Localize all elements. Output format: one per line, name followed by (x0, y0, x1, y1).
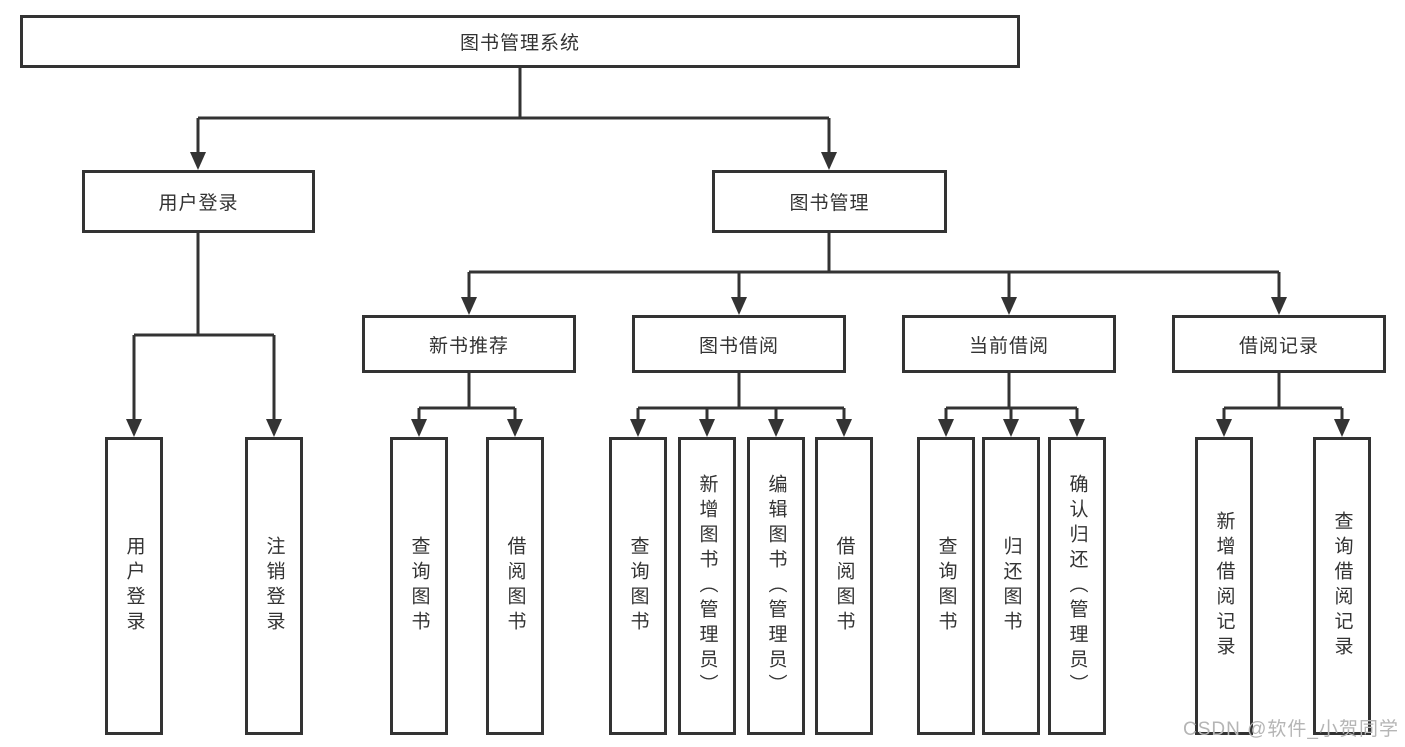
leaf-return-book: 归还图书 (982, 437, 1040, 735)
leaf-user-login: 用户登录 (105, 437, 163, 735)
node-current-borrow: 当前借阅 (902, 315, 1116, 373)
arrow-down-icon (836, 419, 852, 437)
leaf-confirm-return-admin: 确认归还（管理员） (1048, 437, 1106, 735)
leaf-borrow-books-recommend: 借阅图书 (486, 437, 544, 735)
arrow-down-icon (1003, 419, 1019, 437)
node-root: 图书管理系统 (20, 15, 1020, 68)
connector-user-login-to-leaves (126, 233, 282, 437)
connector-book-management-to-level3 (461, 233, 1287, 315)
arrow-down-icon (126, 419, 142, 437)
arrow-down-icon (411, 419, 427, 437)
arrow-down-icon (630, 419, 646, 437)
leaf-add-book-admin: 新增图书（管理员） (678, 437, 736, 735)
node-user-login: 用户登录 (82, 170, 315, 233)
leaf-edit-book-admin: 编辑图书（管理员） (747, 437, 805, 735)
arrow-down-icon (507, 419, 523, 437)
arrow-down-icon (699, 419, 715, 437)
connector-new-book-to-leaves (411, 373, 523, 437)
leaf-query-books-recommend: 查询图书 (390, 437, 448, 735)
connector-current-borrow-to-leaves (938, 373, 1085, 437)
leaf-borrow-books: 借阅图书 (815, 437, 873, 735)
leaf-logout: 注销登录 (245, 437, 303, 735)
arrow-down-icon (821, 152, 837, 170)
arrow-down-icon (731, 297, 747, 315)
arrow-down-icon (768, 419, 784, 437)
node-new-book-recommend: 新书推荐 (362, 315, 576, 373)
arrow-down-icon (1271, 297, 1287, 315)
connector-root-to-level2 (190, 68, 837, 170)
leaf-query-books-borrow: 查询图书 (609, 437, 667, 735)
node-book-borrow: 图书借阅 (632, 315, 846, 373)
arrow-down-icon (190, 152, 206, 170)
connector-borrow-records-to-leaves (1216, 373, 1350, 437)
arrow-down-icon (938, 419, 954, 437)
leaf-query-books-current: 查询图书 (917, 437, 975, 735)
leaf-query-borrow-record: 查询借阅记录 (1313, 437, 1371, 735)
connector-book-borrow-to-leaves (630, 373, 852, 437)
arrow-down-icon (1216, 419, 1232, 437)
node-borrow-records: 借阅记录 (1172, 315, 1386, 373)
node-book-management: 图书管理 (712, 170, 947, 233)
arrow-down-icon (1334, 419, 1350, 437)
watermark: CSDN @软件_小贺同学 (1183, 719, 1399, 740)
arrow-down-icon (461, 297, 477, 315)
leaf-add-borrow-record: 新增借阅记录 (1195, 437, 1253, 735)
arrow-down-icon (1001, 297, 1017, 315)
arrow-down-icon (1069, 419, 1085, 437)
arrow-down-icon (266, 419, 282, 437)
